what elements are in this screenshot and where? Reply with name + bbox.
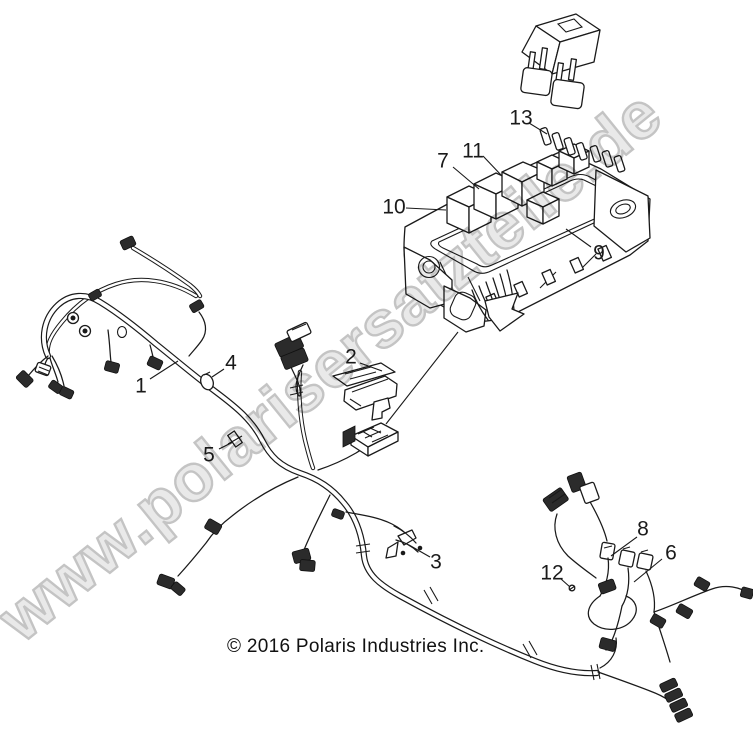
connector xyxy=(170,581,186,596)
leader-line-2 xyxy=(359,362,383,372)
leader-line-9 xyxy=(565,228,592,248)
left-connector-cluster xyxy=(15,235,207,400)
leader-line-10 xyxy=(405,207,447,211)
relay-cubes xyxy=(446,143,590,234)
leader-line-5 xyxy=(218,441,234,450)
relay-lid xyxy=(332,362,396,387)
connector xyxy=(675,603,694,619)
callout-8[interactable]: 8 xyxy=(637,517,649,541)
leader-line-8 xyxy=(610,536,638,557)
callout-2[interactable]: 2 xyxy=(345,345,357,369)
connector-item-6 xyxy=(618,546,654,571)
screw-item-12 xyxy=(568,584,576,592)
leader-line-1 xyxy=(149,360,179,380)
fuse-puller xyxy=(521,13,601,75)
connector xyxy=(542,487,569,512)
leader-line-4 xyxy=(211,368,225,378)
connector-teeth xyxy=(485,244,613,310)
connector xyxy=(34,361,52,377)
harness-clip-5 xyxy=(227,430,243,448)
connector xyxy=(15,370,34,388)
leader-line-11 xyxy=(482,155,503,177)
connector xyxy=(693,576,711,592)
callout-13[interactable]: 13 xyxy=(509,106,533,130)
leader-line-12 xyxy=(560,578,571,588)
callout-5[interactable]: 5 xyxy=(203,443,215,467)
connector xyxy=(286,321,312,343)
callout-10[interactable]: 10 xyxy=(382,195,406,219)
bottom-right-connectors xyxy=(597,637,694,723)
main-harness-trunk xyxy=(40,277,601,681)
connector-block xyxy=(342,422,399,457)
bracket-item-3 xyxy=(331,508,423,559)
callout-7[interactable]: 7 xyxy=(437,149,449,173)
fuse-tab-row xyxy=(539,127,626,173)
lower-left-branches xyxy=(156,476,331,596)
harness-clip-4 xyxy=(200,371,214,391)
connector xyxy=(669,697,689,713)
connector xyxy=(299,559,316,572)
connector xyxy=(739,586,753,600)
leader-line-13 xyxy=(528,122,548,135)
connector xyxy=(649,613,667,629)
connector xyxy=(659,677,679,693)
callout-11[interactable]: 11 xyxy=(462,139,484,163)
slot-flange xyxy=(443,285,487,333)
connector xyxy=(88,288,102,302)
hanging-wires xyxy=(471,269,525,332)
connector-item-8 xyxy=(599,541,616,561)
connector xyxy=(119,235,137,251)
connector xyxy=(280,347,309,370)
spare-fuses xyxy=(520,47,585,110)
relay-clip xyxy=(371,397,391,421)
connector xyxy=(146,355,164,371)
wrap-bands xyxy=(355,543,601,681)
leader-lines xyxy=(149,122,663,588)
fuse-box xyxy=(403,127,651,333)
connector xyxy=(664,687,684,703)
connector xyxy=(103,360,121,374)
leader-line-7 xyxy=(452,166,480,190)
association-line xyxy=(385,331,459,425)
relay-body xyxy=(343,375,398,411)
connector xyxy=(674,707,694,723)
connector xyxy=(597,578,617,595)
end-cap xyxy=(593,169,651,253)
connector xyxy=(59,386,75,400)
connector xyxy=(598,637,617,652)
connector xyxy=(189,299,205,313)
middle-branch xyxy=(274,321,316,471)
callout-3[interactable]: 3 xyxy=(430,550,442,574)
callout-4[interactable]: 4 xyxy=(225,351,237,375)
relay-assembly xyxy=(317,331,459,471)
grommet xyxy=(116,325,128,339)
connector xyxy=(204,518,223,535)
callout-1[interactable]: 1 xyxy=(135,374,147,398)
copyright-notice: © 2016 Polaris Industries Inc. xyxy=(227,636,485,657)
leader-line-6 xyxy=(633,558,663,583)
connector xyxy=(579,481,600,504)
callout-6[interactable]: 6 xyxy=(665,541,677,565)
leader-line-3 xyxy=(408,544,431,558)
callout-9[interactable]: 9 xyxy=(593,241,605,265)
right-connector-cluster xyxy=(542,471,753,663)
callout-12[interactable]: 12 xyxy=(540,561,564,585)
connector xyxy=(331,508,345,520)
